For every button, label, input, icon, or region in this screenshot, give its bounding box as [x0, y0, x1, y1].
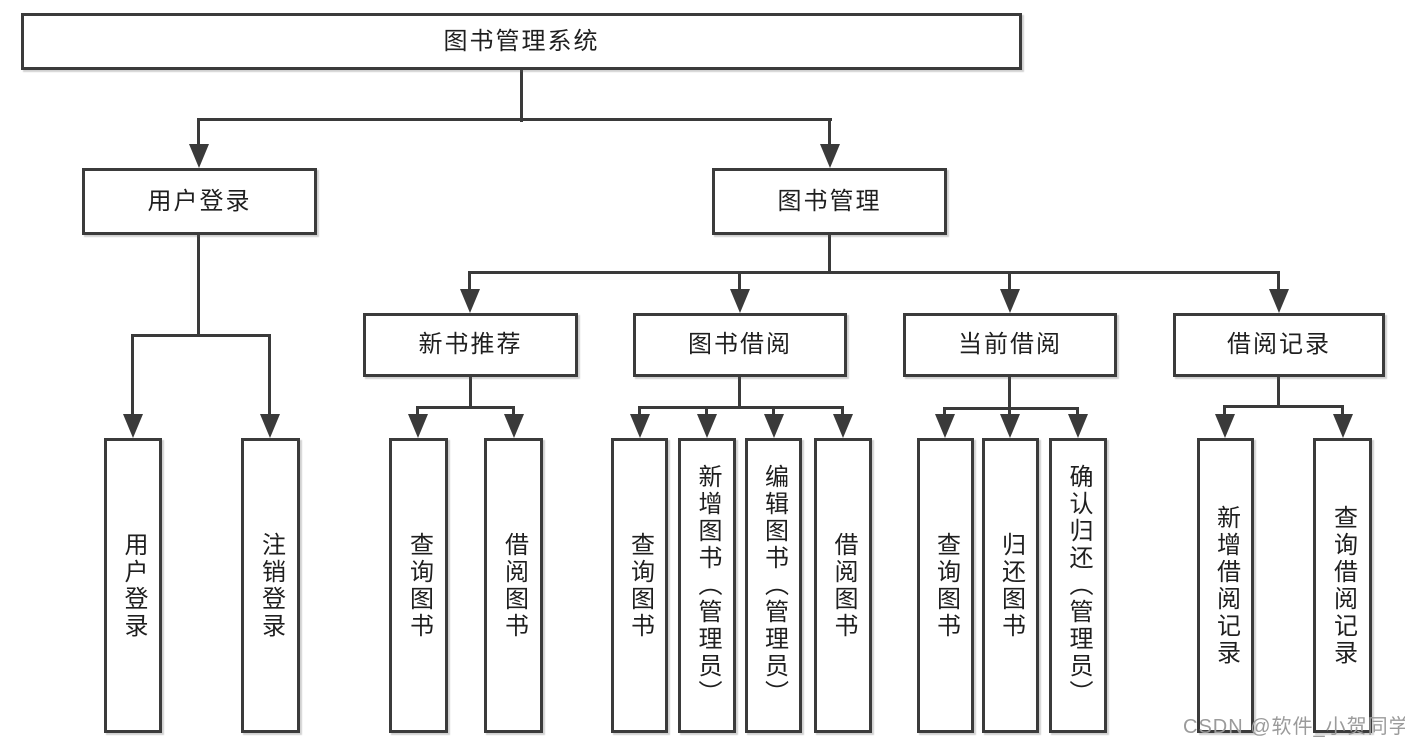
arrowhead-down-icon: [1000, 289, 1020, 313]
arrowhead-down-icon: [764, 414, 784, 438]
connector-line: [772, 407, 775, 417]
arrowhead-down-icon: [630, 414, 650, 438]
connector-line: [841, 407, 844, 417]
connector-line: [416, 406, 515, 409]
leaf-query-book-3: 查询图书: [917, 438, 974, 733]
node-book-borrow: 图书借阅: [633, 313, 847, 377]
node-new-book-recommend: 新书推荐: [363, 313, 578, 377]
connector-line: [468, 272, 471, 293]
connector-line: [828, 235, 831, 274]
connector-line: [1341, 406, 1344, 417]
leaf-add-borrow-record: 新增借阅记录: [1197, 438, 1254, 733]
connector-line: [638, 407, 641, 417]
leaf-return-book: 归还图书: [982, 438, 1039, 733]
leaf-confirm-return-admin: 确认归还（管理员）: [1049, 438, 1107, 733]
node-user-login: 用户登录: [82, 168, 317, 235]
leaf-add-borrow-record-label: 新增借阅记录: [1212, 504, 1240, 667]
connector-line: [1008, 408, 1011, 417]
node-current-borrow-label: 当前借阅: [958, 331, 1062, 358]
connector-line: [738, 272, 741, 293]
arrowhead-down-icon: [1333, 414, 1353, 438]
arrowhead-down-icon: [460, 289, 480, 313]
node-book-borrow-label: 图书借阅: [688, 331, 792, 358]
connector-line: [738, 377, 741, 408]
node-new-book-recommend-label: 新书推荐: [418, 331, 523, 358]
arrowhead-down-icon: [820, 144, 840, 168]
node-current-borrow: 当前借阅: [903, 313, 1117, 377]
connector-line: [468, 271, 1280, 274]
arrowhead-down-icon: [260, 414, 280, 438]
leaf-logout-label: 注销登录: [257, 531, 285, 640]
leaf-add-book-admin-label: 新增图书（管理员）: [694, 464, 721, 707]
node-book-management: 图书管理: [712, 168, 947, 235]
leaf-logout: 注销登录: [241, 438, 300, 733]
arrowhead-down-icon: [730, 289, 750, 313]
leaf-user-login-label: 用户登录: [120, 531, 147, 640]
arrowhead-down-icon: [504, 414, 524, 438]
arrowhead-down-icon: [833, 414, 853, 438]
leaf-add-book-admin: 新增图书（管理员）: [678, 438, 736, 733]
connector-line: [197, 118, 832, 121]
connector-line: [1277, 377, 1280, 407]
arrowhead-down-icon: [123, 414, 143, 438]
connector-line: [638, 406, 844, 409]
connector-line: [469, 377, 472, 408]
connector-line: [943, 408, 946, 417]
connector-line: [1008, 377, 1011, 409]
connector-line: [1223, 406, 1226, 417]
connector-line: [131, 334, 134, 418]
leaf-edit-book-admin-label: 编辑图书（管理员）: [760, 464, 788, 707]
leaf-return-book-label: 归还图书: [997, 531, 1025, 640]
arrowhead-down-icon: [189, 144, 209, 168]
connector-line: [705, 407, 708, 417]
connector-line: [512, 407, 515, 417]
connector-line: [416, 407, 419, 417]
leaf-query-book-3-label: 查询图书: [932, 531, 960, 640]
connector-line: [1277, 272, 1280, 293]
arrowhead-down-icon: [697, 414, 717, 438]
connector-line: [197, 120, 200, 148]
arrowhead-down-icon: [408, 414, 428, 438]
arrowhead-down-icon: [1215, 414, 1235, 438]
connector-line: [1223, 405, 1344, 408]
leaf-edit-book-admin: 编辑图书（管理员）: [745, 438, 802, 733]
node-borrow-record-label: 借阅记录: [1227, 331, 1331, 358]
leaf-query-book-2: 查询图书: [611, 438, 668, 733]
connector-line: [197, 235, 200, 337]
connector-line: [1076, 408, 1079, 417]
arrowhead-down-icon: [935, 414, 955, 438]
leaf-user-login: 用户登录: [104, 438, 162, 733]
node-book-management-label: 图书管理: [777, 187, 882, 215]
leaf-query-borrow-record-label: 查询借阅记录: [1329, 504, 1357, 667]
node-borrow-record: 借阅记录: [1173, 313, 1385, 377]
connector-line: [131, 334, 271, 337]
leaf-query-book-2-label: 查询图书: [626, 531, 654, 640]
leaf-borrow-book-2-label: 借阅图书: [830, 531, 857, 640]
node-user-login-label: 用户登录: [147, 187, 252, 215]
leaf-query-borrow-record: 查询借阅记录: [1313, 438, 1372, 733]
leaf-query-book-1: 查询图书: [389, 438, 448, 733]
leaf-borrow-book-1-label: 借阅图书: [500, 531, 528, 640]
connector-line: [520, 70, 523, 122]
csdn-watermark: CSDN @软件_小贺同学: [1183, 716, 1405, 738]
connector-line: [1008, 272, 1011, 293]
connector-line: [943, 407, 1079, 410]
leaf-borrow-book-2: 借阅图书: [814, 438, 872, 733]
node-root: 图书管理系统: [21, 13, 1022, 70]
arrowhead-down-icon: [1068, 414, 1088, 438]
arrowhead-down-icon: [1269, 289, 1289, 313]
leaf-query-book-1-label: 查询图书: [405, 531, 433, 640]
arrowhead-down-icon: [1000, 414, 1020, 438]
connector-line: [268, 334, 271, 418]
leaf-confirm-return-admin-label: 确认归还（管理员）: [1065, 464, 1092, 707]
node-root-label: 图书管理系统: [443, 27, 600, 55]
leaf-borrow-book-1: 借阅图书: [484, 438, 543, 733]
connector-line: [828, 120, 831, 148]
